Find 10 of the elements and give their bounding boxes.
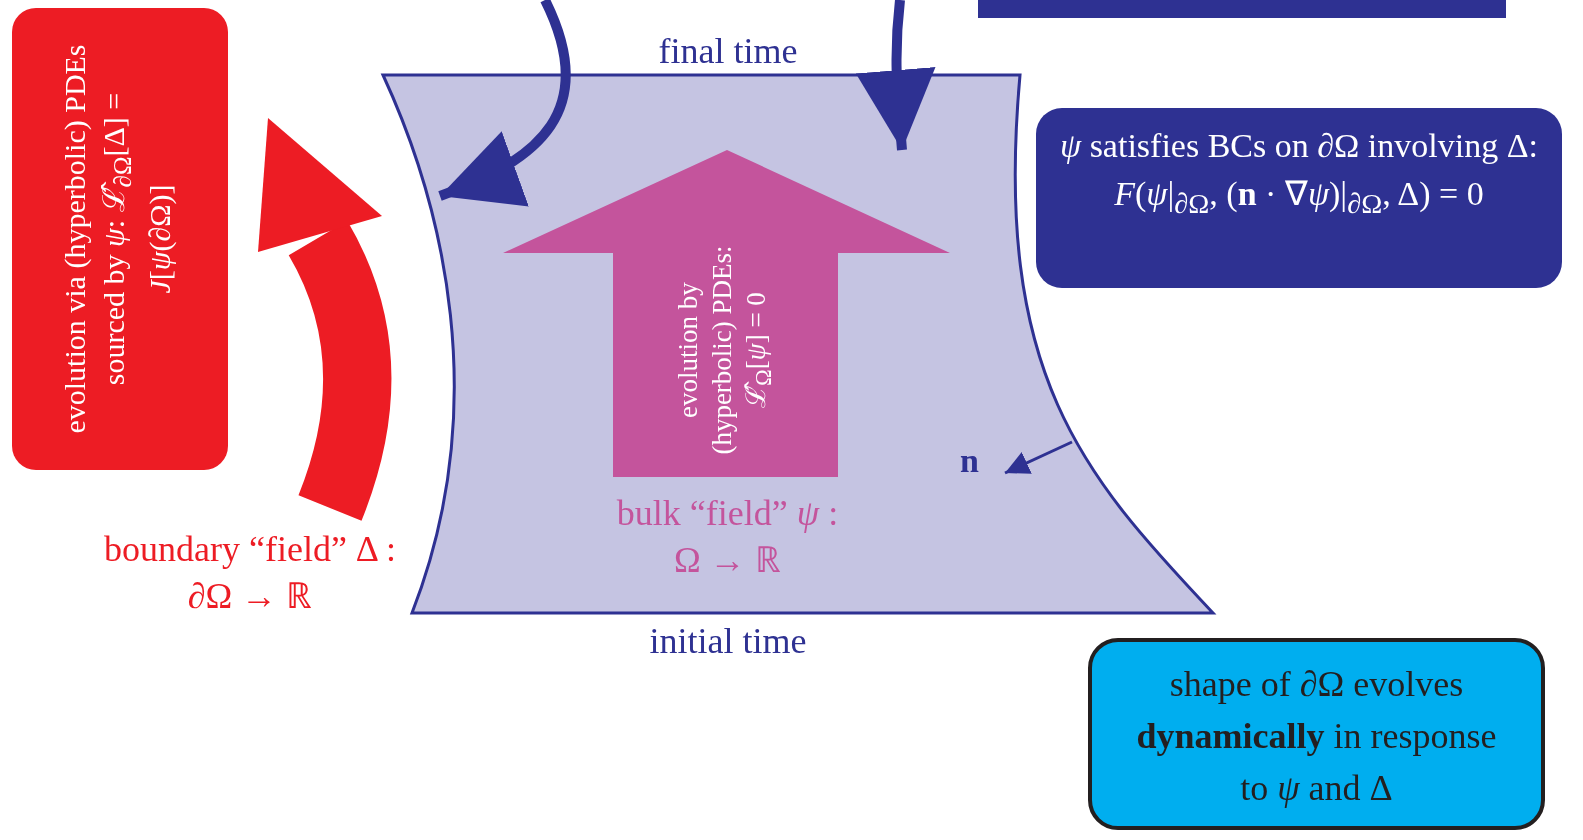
arrow — [438, 0, 571, 205]
time-label: initial time — [648, 620, 808, 662]
info-box: shape of ∂Ω evolves dynamically in response to ψ and Δ — [1088, 638, 1545, 830]
field-label: bulk “field” ψ : Ω → ℝ — [615, 492, 840, 582]
box-shape — [978, 0, 1506, 18]
info-box: ψ satisfies BCs on ∂Ω involving Δ: F(ψ|$_{∂Ω}$, (n · ∇ψ)|$_{∂Ω}$, Δ) = 0 — [1036, 108, 1562, 288]
field-label: boundary “field” Δ : ∂Ω → ℝ — [102, 528, 398, 618]
time-label: final time — [657, 30, 799, 72]
vector-label: n — [960, 442, 979, 480]
arrow — [855, 0, 936, 151]
